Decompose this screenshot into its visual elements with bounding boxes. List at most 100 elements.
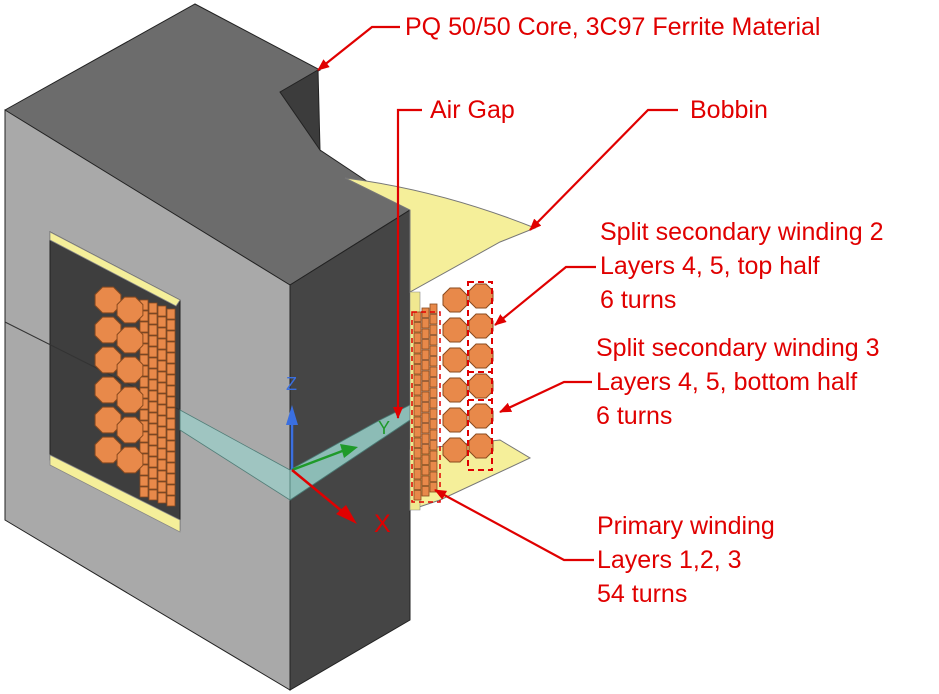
right-primary-turn bbox=[413, 353, 422, 364]
left-primary-turn bbox=[148, 390, 158, 402]
left-primary-turn bbox=[148, 456, 158, 468]
left-primary-turn bbox=[139, 354, 149, 366]
left-primary-turn bbox=[148, 335, 158, 347]
sec2-dashed-box bbox=[467, 281, 493, 401]
left-primary-turn bbox=[166, 308, 176, 320]
left-primary-turn bbox=[148, 445, 158, 457]
left-primary-turn bbox=[148, 423, 158, 435]
left-primary-turn bbox=[166, 319, 176, 331]
right-primary-turn bbox=[413, 406, 422, 417]
right-primary-turn bbox=[413, 364, 422, 375]
left-primary-turn bbox=[166, 429, 176, 441]
left-primary-turn bbox=[157, 437, 167, 449]
right-primary-turn bbox=[429, 377, 438, 388]
right-primary-turn bbox=[413, 374, 422, 385]
bobbin-label: Bobbin bbox=[690, 96, 768, 124]
right-primary-turn bbox=[429, 314, 438, 325]
left-primary-turn bbox=[157, 327, 167, 339]
left-primary-turn bbox=[166, 363, 176, 375]
x-axis-arrow bbox=[336, 505, 357, 524]
z-axis-arrow bbox=[286, 405, 298, 425]
sec2-leader bbox=[494, 265, 596, 326]
right-primary-turn bbox=[421, 465, 430, 476]
left-primary-turn bbox=[148, 401, 158, 413]
left-secondary-turn bbox=[94, 376, 122, 404]
left-primary-turn bbox=[148, 302, 158, 314]
right-secondary-turn bbox=[468, 433, 494, 459]
left-primary-turn bbox=[157, 481, 167, 493]
left-primary-turn bbox=[157, 316, 167, 328]
right-primary-turn bbox=[429, 482, 438, 493]
left-primary-turn bbox=[148, 313, 158, 325]
right-primary-turn bbox=[429, 387, 438, 398]
right-primary-turn bbox=[421, 318, 430, 329]
left-window-windings bbox=[94, 286, 176, 507]
annotation-leaders bbox=[317, 25, 678, 562]
z-axis-label: Z bbox=[286, 374, 297, 394]
window-bobbin-bottom bbox=[49, 454, 181, 533]
right-side-windings bbox=[413, 283, 494, 501]
right-primary-turn bbox=[413, 479, 422, 490]
right-secondary-turn bbox=[442, 377, 468, 403]
y-axis-label: Y bbox=[378, 418, 390, 438]
left-primary-turn bbox=[157, 459, 167, 471]
left-primary-turn bbox=[148, 434, 158, 446]
left-primary-turn bbox=[139, 321, 149, 333]
right-primary-turn bbox=[429, 345, 438, 356]
y-axis-line bbox=[291, 448, 346, 472]
right-secondary-turn bbox=[468, 373, 494, 399]
primary-label-line1: Primary winding bbox=[597, 512, 775, 540]
right-primary-turn bbox=[421, 370, 430, 381]
right-primary-turn bbox=[413, 458, 422, 469]
right-secondary-turn bbox=[442, 437, 468, 463]
left-primary-turn bbox=[148, 489, 158, 501]
left-primary-turn bbox=[166, 440, 176, 452]
right-secondary-turn bbox=[468, 403, 494, 429]
left-primary-turn bbox=[139, 442, 149, 454]
left-secondary-turn bbox=[116, 446, 144, 474]
left-primary-turn bbox=[166, 374, 176, 386]
left-primary-turn bbox=[157, 360, 167, 372]
left-primary-turn bbox=[166, 484, 176, 496]
left-primary-turn bbox=[148, 346, 158, 358]
left-secondary-turn bbox=[116, 296, 144, 324]
right-secondary-turn bbox=[442, 287, 468, 313]
left-primary-turn bbox=[148, 467, 158, 479]
primary-label-line2: Layers 1,2, 3 bbox=[597, 546, 742, 574]
sec2-label-line3: 6 turns bbox=[600, 286, 676, 314]
right-primary-turn bbox=[413, 490, 422, 501]
left-primary-turn bbox=[166, 473, 176, 485]
ferrite-core bbox=[4, 3, 411, 691]
left-primary-turn bbox=[166, 385, 176, 397]
right-primary-turn bbox=[413, 448, 422, 459]
right-primary-turn bbox=[429, 335, 438, 346]
left-primary-turn bbox=[157, 404, 167, 416]
left-secondary-turn bbox=[94, 436, 122, 464]
right-primary-turn bbox=[413, 427, 422, 438]
right-primary-turn bbox=[421, 433, 430, 444]
right-primary-turn bbox=[429, 450, 438, 461]
left-secondary-turn bbox=[116, 386, 144, 414]
left-primary-turn bbox=[139, 475, 149, 487]
left-primary-turn bbox=[166, 462, 176, 474]
left-primary-turn bbox=[157, 448, 167, 460]
right-primary-turn bbox=[413, 322, 422, 333]
right-secondary-turn bbox=[442, 347, 468, 373]
left-primary-turn bbox=[157, 382, 167, 394]
left-secondary-turn bbox=[94, 406, 122, 434]
right-primary-turn bbox=[421, 423, 430, 434]
right-primary-turn bbox=[429, 440, 438, 451]
right-primary-turn bbox=[421, 381, 430, 392]
left-primary-turn bbox=[157, 415, 167, 427]
left-primary-turn bbox=[166, 396, 176, 408]
sec2-label-line2: Layers 4, 5, top half bbox=[600, 252, 820, 280]
right-primary-turn bbox=[421, 475, 430, 486]
sec3-label-line3: 6 turns bbox=[596, 402, 672, 430]
right-primary-turn bbox=[421, 349, 430, 360]
right-primary-turn bbox=[421, 412, 430, 423]
left-primary-turn bbox=[166, 407, 176, 419]
left-primary-turn bbox=[166, 341, 176, 353]
core-leader bbox=[317, 25, 400, 71]
left-primary-turn bbox=[139, 464, 149, 476]
